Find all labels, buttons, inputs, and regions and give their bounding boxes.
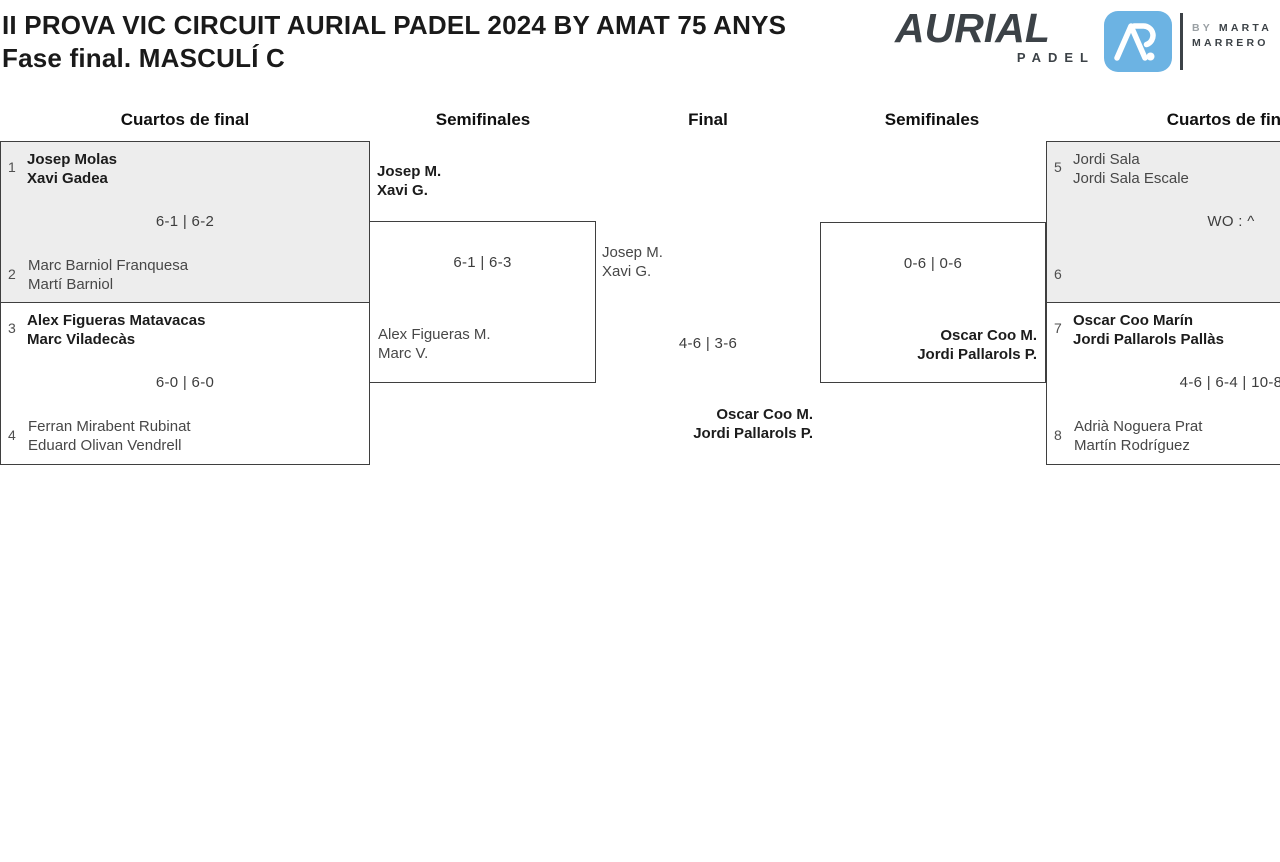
- player-name: Marc Viladecàs: [27, 331, 136, 348]
- player-name: Jordi Pallarols P.: [917, 346, 1037, 363]
- logo-divider: [1180, 13, 1183, 70]
- player-name: Oscar Coo M.: [716, 406, 813, 423]
- final-winner-team: Oscar Coo M. Jordi Pallarols P.: [693, 405, 813, 443]
- player-name: Jordi Sala: [1073, 151, 1140, 168]
- seed-number: 2: [8, 266, 16, 282]
- logo-brand-text: AURIAL: [895, 5, 1050, 51]
- logo-by-name-first: MARTA: [1218, 22, 1273, 34]
- match-score: 6-0 | 6-0: [155, 374, 215, 391]
- player-name: Xavi G.: [602, 263, 652, 280]
- match-score: 4-6 | 6-4 | 10-8: [1179, 374, 1280, 391]
- player-name: Xavi Gadea: [27, 170, 108, 187]
- team-names-winner: Oscar Coo Marín Jordi Pallarols Pallàs: [1073, 311, 1224, 349]
- logo-by-label: BY: [1192, 22, 1213, 34]
- match-box-qf-left-1[interactable]: 1 Josep Molas Xavi Gadea 6-1 | 6-2 2 Mar…: [0, 141, 370, 303]
- seed-number: 8: [1054, 427, 1062, 443]
- player-name: Xavi G.: [377, 182, 428, 199]
- player-name: Jordi Pallarols Pallàs: [1073, 331, 1224, 348]
- player-name: Ferran Mirabent Rubinat: [28, 418, 191, 435]
- player-name: Josep M.: [377, 163, 442, 180]
- team-names-winner: Alex Figueras Matavacas Marc Viladecàs: [27, 311, 205, 349]
- header: II PROVA VIC CIRCUIT AURIAL PADEL 2024 B…: [2, 9, 786, 75]
- round-header-semifinals-left: Semifinales: [435, 110, 531, 129]
- seed-number: 6: [1054, 266, 1062, 282]
- seed-number: 3: [8, 320, 16, 336]
- match-score: 6-1 | 6-2: [155, 213, 215, 230]
- match-box-qf-right-1[interactable]: 5 Jordi Sala Jordi Sala Escale WO : ^ 6: [1046, 141, 1280, 303]
- match-box-semifinal-right[interactable]: 0-6 | 0-6 Oscar Coo M. Jordi Pallarols P…: [820, 222, 1046, 383]
- player-name: Adrià Noguera Prat: [1074, 418, 1203, 435]
- seed-number: 4: [8, 427, 16, 443]
- seed-number: 5: [1054, 159, 1062, 175]
- team-names: Alex Figueras M. Marc V.: [378, 325, 491, 363]
- logo-byline: BY MARTA MARRERO: [1192, 21, 1272, 51]
- player-name: Oscar Coo Marín: [1073, 312, 1194, 329]
- player-name: Jordi Sala Escale: [1073, 170, 1189, 187]
- player-name: Alex Figueras Matavacas: [27, 312, 206, 329]
- team-names-winner: Oscar Coo M. Jordi Pallarols P.: [917, 326, 1037, 364]
- page-subtitle: Fase final. MASCULÍ C: [2, 43, 286, 73]
- team-names-winner: Josep Molas Xavi Gadea: [27, 150, 117, 188]
- match-score-walkover: WO : ^: [1207, 213, 1255, 230]
- logo-by-name-last: MARRERO: [1192, 37, 1269, 49]
- semifinal-left-advancing-team: Josep M. Xavi G.: [377, 162, 441, 200]
- page-title: II PROVA VIC CIRCUIT AURIAL PADEL 2024 B…: [2, 10, 787, 40]
- team-names: Adrià Noguera Prat Martín Rodríguez: [1074, 417, 1202, 455]
- player-name: Martí Barniol: [28, 276, 114, 293]
- player-name: Oscar Coo M.: [940, 327, 1037, 344]
- aurial-logo-wordmark: AURIAL PADEL: [895, 6, 1097, 65]
- player-name: Josep Molas: [27, 151, 118, 168]
- player-name: Marc V.: [378, 345, 429, 362]
- match-box-qf-left-2[interactable]: 3 Alex Figueras Matavacas Marc Viladecàs…: [0, 302, 370, 465]
- player-name: Jordi Pallarols P.: [693, 425, 813, 442]
- match-box-qf-right-2[interactable]: 7 Oscar Coo Marín Jordi Pallarols Pallàs…: [1046, 302, 1280, 465]
- seed-number: 1: [8, 159, 16, 175]
- final-score: 4-6 | 3-6: [678, 335, 738, 352]
- team-names: Marc Barniol Franquesa Martí Barniol: [28, 256, 188, 294]
- match-score: 6-1 | 6-3: [453, 254, 512, 271]
- round-header-final: Final: [688, 110, 728, 129]
- match-score: 0-6 | 0-6: [903, 255, 963, 272]
- match-box-semifinal-left[interactable]: 6-1 | 6-3 Alex Figueras M. Marc V.: [369, 221, 596, 383]
- final-left-team: Josep M. Xavi G.: [602, 243, 663, 281]
- seed-number: 7: [1054, 320, 1062, 336]
- round-header-quarterfinals-left: Cuartos de final: [120, 110, 250, 129]
- player-name: Eduard Olivan Vendrell: [28, 437, 182, 454]
- team-names: Jordi Sala Jordi Sala Escale: [1073, 150, 1189, 188]
- aurial-logo-icon: [1104, 11, 1172, 72]
- round-header-semifinals-right: Semifinales: [884, 110, 980, 129]
- player-name: Josep M.: [602, 244, 663, 261]
- player-name: Martín Rodríguez: [1074, 437, 1190, 454]
- round-header-quarterfinals-right: Cuartos de final: [1166, 110, 1280, 129]
- logo-brand-subtext: PADEL: [1016, 50, 1095, 65]
- player-name: Marc Barniol Franquesa: [28, 257, 189, 274]
- player-name: Alex Figueras M.: [378, 326, 491, 343]
- team-names: Ferran Mirabent Rubinat Eduard Olivan Ve…: [28, 417, 191, 455]
